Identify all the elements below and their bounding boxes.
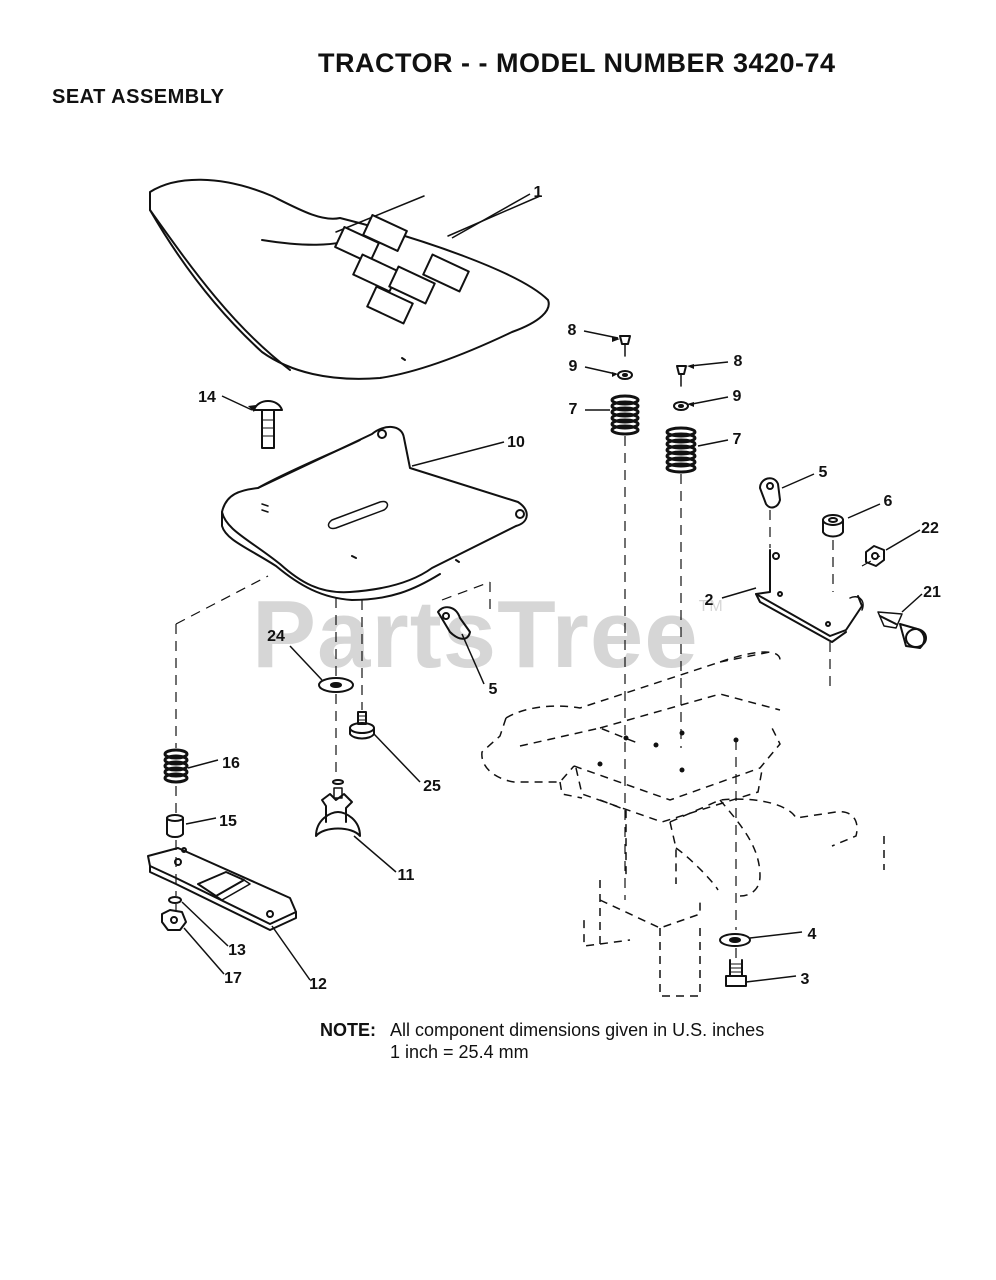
callout-c14: 14 <box>198 389 216 406</box>
washer-part <box>318 677 354 693</box>
hex-nut-part <box>161 909 187 931</box>
spring-part <box>163 748 189 784</box>
callout-c9b: 9 <box>733 388 742 405</box>
lock-washer-part <box>168 896 182 904</box>
arrow-heads <box>248 337 694 412</box>
callout-c24: 24 <box>267 628 285 645</box>
leader-lines <box>181 193 923 983</box>
callout-c13: 13 <box>228 942 246 959</box>
bracket-part <box>755 549 864 643</box>
screw-part <box>349 711 375 740</box>
dimension-note: NOTE: All component dimensions given in U… <box>320 1019 764 1063</box>
callout-c16: 16 <box>222 755 240 772</box>
callout-c5b: 5 <box>489 681 498 698</box>
callout-c8b: 8 <box>734 353 743 370</box>
nut-part <box>865 545 885 567</box>
callout-c11: 11 <box>398 867 415 884</box>
note-line-1: All component dimensions given in U.S. i… <box>390 1020 765 1040</box>
callout-c22: 22 <box>921 520 939 537</box>
hex-bolt-part <box>725 959 747 987</box>
spacer-part <box>166 814 184 838</box>
callout-c7b: 7 <box>733 431 742 448</box>
callout-c21: 21 <box>923 584 941 601</box>
callout-c9a: 9 <box>569 358 578 375</box>
watermark-text: PartsTree <box>252 581 699 688</box>
knob-part <box>315 779 361 837</box>
section-title: SEAT ASSEMBLY <box>52 86 225 108</box>
latch-part-upper <box>759 477 781 509</box>
note-line-2: 1 inch = 25.4 mm <box>390 1042 529 1062</box>
note-label: NOTE: <box>320 1020 376 1040</box>
callout-c17: 17 <box>224 970 242 987</box>
callout-c7a: 7 <box>569 401 578 418</box>
callout-c2: 2 <box>705 592 714 609</box>
latch-part-lower <box>437 606 471 640</box>
frame-holes <box>597 730 739 773</box>
watermark-tm: TM <box>698 598 724 615</box>
callout-c4: 4 <box>808 926 817 943</box>
callout-c12: 12 <box>309 976 327 993</box>
seat-pan-part <box>221 426 528 601</box>
bushing-part <box>822 514 844 538</box>
callout-c5a: 5 <box>819 464 828 481</box>
spring-stack-right <box>665 365 697 474</box>
callout-c10: 10 <box>507 434 525 451</box>
callout-c3: 3 <box>801 971 810 988</box>
callout-c1: 1 <box>534 184 543 201</box>
tractor-frame-dashed <box>481 651 885 997</box>
assembly-lines <box>175 436 881 958</box>
seat-part <box>149 178 550 380</box>
carriage-bolt-part <box>253 400 283 449</box>
page-title: TRACTOR - - MODEL NUMBER 3420-74 <box>318 48 836 78</box>
callout-c25: 25 <box>423 778 441 795</box>
callout-c8a: 8 <box>568 322 577 339</box>
spring-stack-left <box>610 335 640 436</box>
shoulder-bolt-part <box>877 611 927 649</box>
watermark: PartsTreeTM <box>252 580 724 690</box>
callout-c6: 6 <box>884 493 893 510</box>
mount-plate-part <box>147 847 297 931</box>
callout-c15: 15 <box>219 813 237 830</box>
flat-washer-part <box>719 933 751 947</box>
